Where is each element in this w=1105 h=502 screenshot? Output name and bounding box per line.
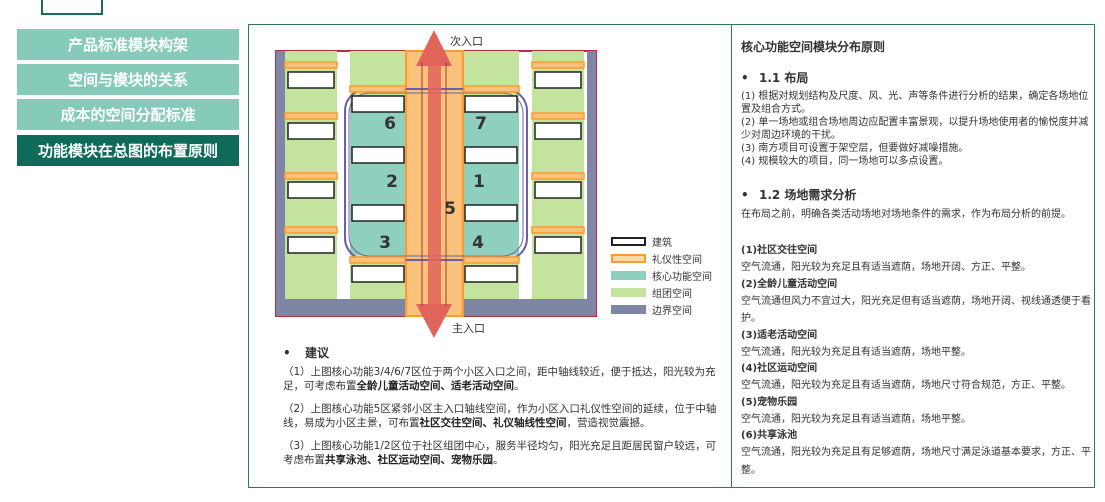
panel-divider [731,25,732,488]
legend-item-boundary: 边界空间 [611,301,712,318]
main-axis-arrow-shaft [428,60,441,312]
zone-label: 5 [444,199,456,219]
legend-swatch [611,237,646,246]
needs-heading: •1.2 场地需求分析 [741,188,857,202]
legend-item-ceremony: 礼仪性空间 [611,250,712,267]
building [464,146,518,164]
main-entrance-arrow-icon [416,304,452,338]
zone-label: 7 [475,114,487,134]
legend-swatch [611,254,646,263]
need-desc: 空气流通，阳光较为充足且有适当遮荫，场地平整。 [741,346,971,358]
core-space-west [350,105,405,255]
principles-section: 核心功能空间模块分布原则 •1.1 布局 (1) 根据对规划结构及尺度、风、光、… [741,38,1093,479]
advice-item: （1）上图核心功能3/4/6/7区位于两个小区入口之间，距中轴线较近，便于抵达，… [283,365,716,393]
legend-swatch [611,305,646,314]
ceremony-strip [463,256,520,264]
layout-heading: •1.1 布局 [741,71,809,85]
advice-section: •建议 （1）上图核心功能3/4/6/7区位于两个小区入口之间，距中轴线较近，便… [283,346,723,476]
building [534,122,582,140]
need-title: (3)适老活动空间 [741,329,818,341]
nav-item-product-framework[interactable]: 产品标准模块构架 [17,29,239,60]
building [287,122,335,140]
need-desc: 空气流通，阳光较为充足且有足够遮荫，场地尺寸满足泳道基本要求，方正、平整。 [741,447,1091,476]
zone-label: 6 [384,114,396,134]
boundary-space-east [587,51,596,316]
ceremony-strip [531,61,585,69]
bullet-icon: • [283,346,291,360]
ceremony-strip [531,172,585,180]
building [464,265,518,283]
zone-label: 2 [386,172,398,192]
building [351,265,405,283]
content-panel [248,24,1095,488]
need-desc: 空气流通，阳光较为充足且有适当遮荫，场地尺寸符合规范，方正、平整。 [741,380,1071,391]
nav-item-space-module-relation[interactable]: 空间与模块的关系 [17,64,239,95]
zone-label: 1 [473,172,485,192]
principles-title: 核心功能空间模块分布原则 [741,40,886,54]
advice-heading: •建议 [283,346,330,360]
building [287,181,335,199]
legend-label: 礼仪性空间 [652,255,702,266]
zone-label: 4 [472,233,484,253]
legend-label: 建筑 [652,238,672,249]
building [534,181,582,199]
ceremony-strip [284,61,338,69]
zone-label: 3 [379,233,391,253]
need-title: (1)社区交往空间 [741,245,818,256]
legend-item-group: 组团空间 [611,284,712,301]
need-title: (4)社区运动空间 [741,363,818,374]
building [351,146,405,164]
logo-frame [41,0,103,15]
need-desc: 空气流通，阳光较为充足且有适当遮荫，场地平整。 [741,413,971,425]
legend-label: 边界空间 [652,306,692,317]
main-entrance-label: 主入口 [452,322,485,335]
ceremony-strip [463,85,520,93]
ceremony-strip [349,256,406,264]
legend-item-building: 建筑 [611,233,712,250]
legend-label: 组团空间 [652,289,692,300]
need-title: (2)全龄儿童活动空间 [741,278,838,290]
building [287,236,335,254]
need-title: (5)宠物乐园 [741,396,798,408]
core-space-east [464,105,519,255]
building [464,204,518,222]
ceremony-strip [349,85,406,93]
ceremony-strip [284,112,338,120]
ceremony-strip [284,172,338,180]
boundary-space-south-east [464,299,596,316]
building [351,95,405,113]
secondary-entrance-arrow-icon [416,30,452,66]
legend: 建筑 礼仪性空间 核心功能空间 组团空间 边界空间 [611,233,712,318]
building [534,236,582,254]
legend-swatch [611,271,646,280]
advice-item: （2）上图核心功能5区紧邻小区主入口轴线空间，作为小区入口礼仪性空间的延续，位于… [283,402,717,430]
layout-line: (2) 单一场地或组合场地周边应配置丰富景观，以提升场地使用者的愉悦度并减少对周… [741,117,1089,141]
layout-line: (1) 根据对规划结构及尺度、风、光、声等条件进行分析的结果，确定各场地位置及组… [741,91,1089,115]
building [534,71,582,89]
need-desc: 空气流通但风力不宜过大，阳光充足但有适当遮荫，场地开阔、视线通透便于看护。 [741,295,1091,325]
layout-line: (4) 规模较大的项目，同一场地可以多点设置。 [741,156,949,167]
ceremony-strip [284,226,338,234]
bullet-icon: • [741,188,749,202]
nav-item-cost-allocation[interactable]: 成本的空间分配标准 [17,99,239,130]
needs-intro: 在布局之前，明确各类活动场地对场地条件的需求，作为布局分析的前提。 [741,209,1071,220]
ceremony-strip [531,112,585,120]
layout-line: (3) 南方项目可设置于架空层，但要做好减噪措施。 [741,143,969,154]
legend-label: 核心功能空间 [652,272,712,283]
secondary-entrance-label: 次入口 [450,34,483,48]
boundary-space-south-west [276,299,406,316]
nav-item-layout-principles[interactable]: 功能模块在总图的布置原则 [17,135,239,166]
bullet-icon: • [741,71,749,85]
need-title: (6)共享泳池 [741,430,798,441]
building [351,204,405,222]
ceremony-strip [531,226,585,234]
advice-item: （3）上图核心功能1/2区位于社区组团中心，服务半径均匀，阳光充足且距居民窗户较… [283,439,717,467]
legend-item-core: 核心功能空间 [611,267,712,284]
building [464,95,518,113]
boundary-space-west [276,51,285,316]
building [287,71,335,89]
need-desc: 空气流通，阳光较为充足且有适当遮荫，场地开阔、方正、平整。 [741,262,1031,273]
legend-swatch [611,288,646,297]
